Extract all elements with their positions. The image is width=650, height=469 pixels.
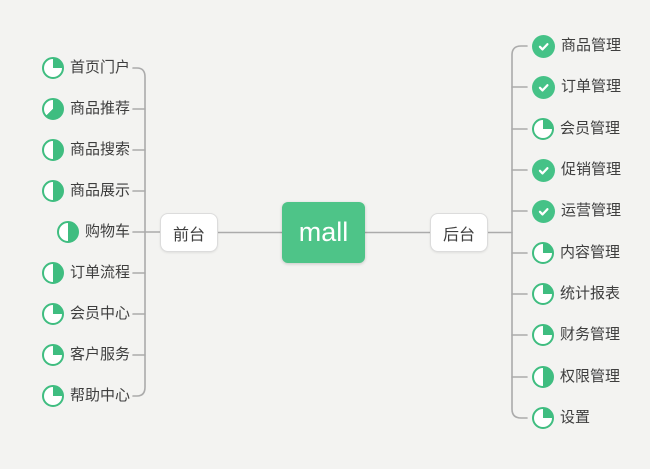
progress-icon[interactable] bbox=[532, 118, 554, 140]
mindmap-node-item[interactable]: 财务管理 bbox=[532, 323, 620, 347]
node-label: 会员管理 bbox=[560, 120, 621, 137]
mindmap-node-item[interactable]: 帮助中心 bbox=[41, 384, 130, 408]
progress-icon[interactable] bbox=[41, 57, 64, 79]
progress-icon[interactable] bbox=[41, 303, 64, 325]
check-circle-icon[interactable] bbox=[532, 199, 555, 223]
node-label: 订单管理 bbox=[561, 78, 622, 95]
node-label: 商品推荐 bbox=[69, 100, 130, 117]
mindmap-node-item[interactable]: 统计报表 bbox=[532, 282, 620, 306]
mindmap-node-item[interactable]: 商品推荐 bbox=[41, 97, 130, 121]
mindmap-node-item[interactable]: 客户服务 bbox=[41, 343, 130, 367]
mindmap-node-item[interactable]: 商品管理 bbox=[532, 34, 621, 58]
progress-icon[interactable] bbox=[41, 180, 64, 202]
node-label: 内容管理 bbox=[560, 244, 621, 261]
mindmap-node-item[interactable]: 会员中心 bbox=[41, 302, 130, 326]
root-node-label: mall bbox=[298, 217, 349, 247]
progress-icon[interactable] bbox=[532, 283, 554, 305]
node-label: 购物车 bbox=[84, 223, 130, 240]
node-label: 订单流程 bbox=[69, 264, 130, 281]
node-label: 设置 bbox=[560, 409, 591, 426]
branch-node-label: 后台 bbox=[442, 226, 475, 244]
mindmap-node-item[interactable]: 设置 bbox=[532, 406, 590, 430]
node-label: 首页门户 bbox=[69, 59, 130, 76]
mindmap-node-item[interactable]: 首页门户 bbox=[41, 56, 130, 80]
mindmap-node-item[interactable]: 商品展示 bbox=[41, 179, 130, 203]
check-icon bbox=[538, 166, 549, 175]
node-label: 商品管理 bbox=[561, 37, 622, 54]
check-icon bbox=[538, 83, 549, 92]
node-label: 促销管理 bbox=[561, 161, 622, 178]
mindmap-node-item[interactable]: 会员管理 bbox=[532, 117, 620, 141]
mindmap-node-item[interactable]: 内容管理 bbox=[532, 241, 620, 265]
progress-icon[interactable] bbox=[532, 324, 554, 346]
node-label: 会员中心 bbox=[69, 305, 130, 322]
check-circle-icon[interactable] bbox=[532, 158, 555, 182]
progress-icon[interactable] bbox=[532, 366, 554, 388]
mindmap-node-item[interactable]: 订单流程 bbox=[41, 261, 130, 285]
mindmap-node-item[interactable]: 权限管理 bbox=[532, 365, 620, 389]
progress-icon[interactable] bbox=[41, 139, 64, 161]
branch-node-frontend[interactable]: 前台 bbox=[160, 213, 218, 252]
node-label: 运营管理 bbox=[561, 202, 622, 219]
check-icon bbox=[538, 42, 549, 51]
node-label: 商品搜索 bbox=[69, 141, 130, 158]
progress-icon[interactable] bbox=[41, 262, 64, 284]
node-label: 统计报表 bbox=[560, 285, 621, 302]
mindmap-node-item[interactable]: 订单管理 bbox=[532, 75, 621, 99]
mindmap-node-item[interactable]: 促销管理 bbox=[532, 158, 621, 182]
progress-icon[interactable] bbox=[41, 385, 64, 407]
progress-icon[interactable] bbox=[41, 98, 64, 120]
node-label: 帮助中心 bbox=[69, 387, 130, 404]
mindmap-node-item[interactable]: 购物车 bbox=[56, 220, 130, 244]
progress-icon[interactable] bbox=[532, 242, 554, 264]
mindmap-node-item[interactable]: 运营管理 bbox=[532, 199, 621, 223]
branch-node-label: 前台 bbox=[172, 226, 205, 244]
node-label: 财务管理 bbox=[560, 326, 621, 343]
check-circle-icon[interactable] bbox=[532, 34, 555, 58]
progress-icon[interactable] bbox=[532, 407, 554, 429]
node-label: 商品展示 bbox=[69, 182, 130, 199]
branch-node-backend[interactable]: 后台 bbox=[430, 213, 488, 252]
node-label: 客户服务 bbox=[69, 346, 130, 363]
progress-icon[interactable] bbox=[41, 344, 64, 366]
progress-icon[interactable] bbox=[56, 221, 79, 243]
check-icon bbox=[538, 207, 549, 216]
check-circle-icon[interactable] bbox=[532, 75, 555, 99]
node-label: 权限管理 bbox=[560, 368, 621, 385]
mindmap-node-item[interactable]: 商品搜索 bbox=[41, 138, 130, 162]
root-node-mall[interactable]: mall bbox=[282, 202, 365, 263]
